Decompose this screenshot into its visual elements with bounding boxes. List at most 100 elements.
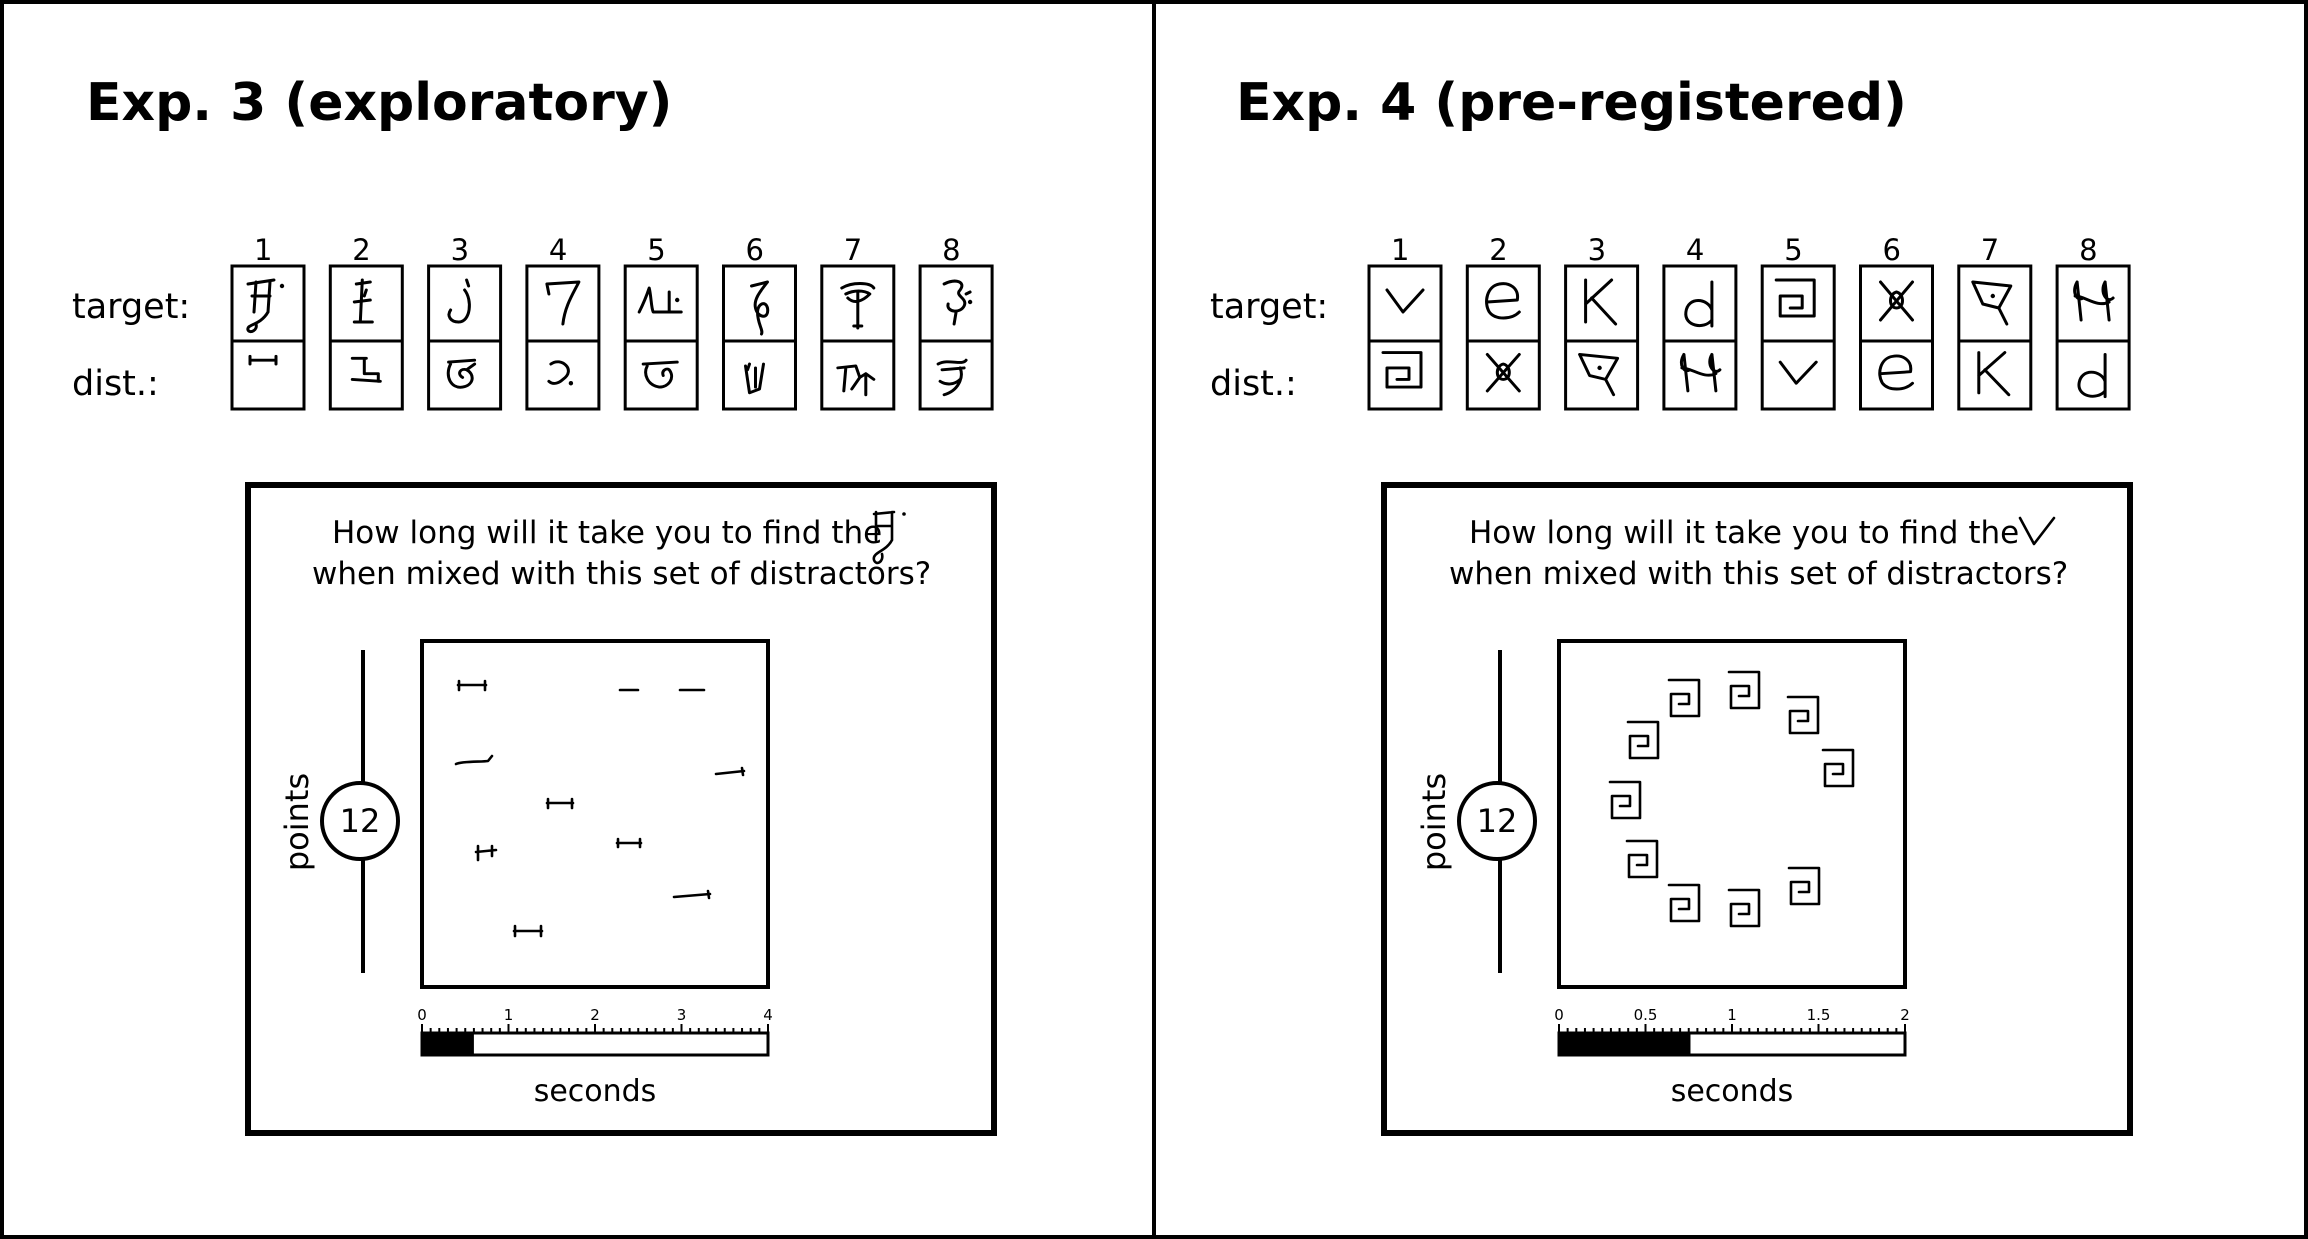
column-number: 1 xyxy=(254,233,272,267)
stimulus-column: 7 xyxy=(1957,233,2033,411)
target-glyph xyxy=(840,282,876,330)
spiral-distractor xyxy=(1625,839,1659,879)
question-line-1: How long will it take you to find the xyxy=(332,515,882,551)
spiral-distractor xyxy=(1626,720,1660,760)
stimulus-column: 3 xyxy=(1564,233,1640,411)
points-knob[interactable] xyxy=(1457,781,1537,861)
target-glyph xyxy=(1684,280,1714,328)
distractor-glyph xyxy=(641,360,679,389)
axis-tick-label: 0.5 xyxy=(1634,1006,1658,1024)
stimulus-cell xyxy=(230,264,306,411)
target-glyph xyxy=(545,280,581,326)
distractor-glyph xyxy=(446,358,477,389)
column-number: 2 xyxy=(1489,233,1507,267)
distractor-glyph xyxy=(1679,353,1722,393)
target-glyph xyxy=(246,278,285,334)
axis-tick-label: 3 xyxy=(677,1006,687,1024)
spiral-distractor xyxy=(1786,695,1820,735)
stimulus-cell xyxy=(623,264,699,411)
points-knob[interactable] xyxy=(320,781,400,861)
stimulus-column: 6 xyxy=(1859,233,1934,411)
distractor-glyph xyxy=(1578,353,1620,397)
target-glyph xyxy=(352,278,374,324)
dist-row-label: dist.: xyxy=(1210,364,1297,404)
spiral-distractor xyxy=(1608,780,1642,820)
stimulus-column: 1 xyxy=(1367,233,1443,411)
stimulus-column: 2 xyxy=(328,233,404,411)
stimulus-grid: 1 2 3 4 5 6 7 8 xyxy=(230,233,994,411)
axis-tick-label: 0 xyxy=(417,1006,427,1024)
column-number: 1 xyxy=(1391,233,1409,267)
column-number: 7 xyxy=(844,233,862,267)
axis-label: seconds xyxy=(1671,1074,1794,1109)
axis-label: seconds xyxy=(534,1074,657,1109)
target-glyph-inline xyxy=(872,510,906,565)
panel-exp4: Exp. 4 (pre-registered) target: dist.: 1… xyxy=(1210,73,2133,1136)
stimulus-cell xyxy=(1957,264,2033,411)
column-number: 5 xyxy=(647,233,665,267)
target-glyph xyxy=(1584,278,1618,326)
panel-title: Exp. 4 (pre-registered) xyxy=(1236,73,1907,133)
points-value: 12 xyxy=(1477,802,1518,840)
stimulus-grid: 1 2 3 4 5 6 7 8 xyxy=(1367,233,2131,411)
distractor-glyph xyxy=(350,356,382,383)
distractor-glyph xyxy=(836,364,876,397)
stimulus-column: 1 xyxy=(230,233,306,411)
distractor-glyph xyxy=(1878,354,1914,391)
points-label: points xyxy=(278,773,316,871)
target-row-label: target: xyxy=(1210,287,1328,327)
column-number: 3 xyxy=(451,233,469,267)
question-line-2: when mixed with this set of distractors? xyxy=(312,556,931,592)
stimulus-cell xyxy=(1465,264,1541,411)
trial-box xyxy=(1381,482,2133,1136)
target-glyph xyxy=(2073,280,2115,322)
distractor-glyph xyxy=(248,354,278,366)
stimulus-column: 4 xyxy=(1662,233,1738,411)
spiral-distractor xyxy=(1787,866,1821,906)
question-line-1: How long will it take you to find the xyxy=(1469,515,2019,551)
time-bar-fill xyxy=(1559,1033,1691,1055)
stimulus-cell xyxy=(1662,264,1738,411)
target-glyph xyxy=(1971,280,2013,326)
dist-row-label: dist.: xyxy=(72,364,159,404)
target-glyph xyxy=(1774,278,1816,318)
stimulus-column: 5 xyxy=(1760,233,1836,411)
target-row-label: target: xyxy=(72,287,190,327)
distractor-items xyxy=(1608,670,1855,928)
distractor-glyph xyxy=(1778,360,1818,385)
axis-tick-label: 2 xyxy=(1900,1006,1910,1024)
stimulus-column: 6 xyxy=(722,233,797,411)
column-number: 4 xyxy=(1686,233,1704,267)
column-number: 5 xyxy=(1784,233,1802,267)
target-glyph xyxy=(637,286,683,314)
stimulus-column: 4 xyxy=(525,233,601,411)
spiral-distractor xyxy=(1821,748,1855,788)
panel-title: Exp. 3 (exploratory) xyxy=(86,73,672,133)
target-glyph xyxy=(447,278,471,324)
axis-tick-label: 1.5 xyxy=(1807,1006,1831,1024)
time-bar-fill xyxy=(422,1033,474,1055)
target-glyph xyxy=(750,280,770,336)
trial-box xyxy=(245,482,997,1136)
axis-tick-label: 0 xyxy=(1554,1006,1564,1024)
column-number: 6 xyxy=(746,233,764,267)
axis-tick-label: 1 xyxy=(504,1006,514,1024)
column-number: 8 xyxy=(2079,233,2097,267)
target-glyph xyxy=(942,279,973,326)
target-glyph xyxy=(1485,282,1521,320)
axis-tick-label: 4 xyxy=(763,1006,773,1024)
stimulus-column: 3 xyxy=(427,233,503,411)
distractor-glyph xyxy=(744,362,765,395)
stimulus-cell xyxy=(1367,264,1443,411)
stimulus-column: 7 xyxy=(820,233,896,411)
column-number: 4 xyxy=(549,233,567,267)
column-number: 8 xyxy=(942,233,960,267)
stimulus-column: 2 xyxy=(1465,233,1541,411)
column-number: 6 xyxy=(1883,233,1901,267)
stimulus-column: 8 xyxy=(2055,233,2131,411)
stimulus-cell xyxy=(2055,264,2131,411)
points-label: points xyxy=(1415,773,1453,871)
